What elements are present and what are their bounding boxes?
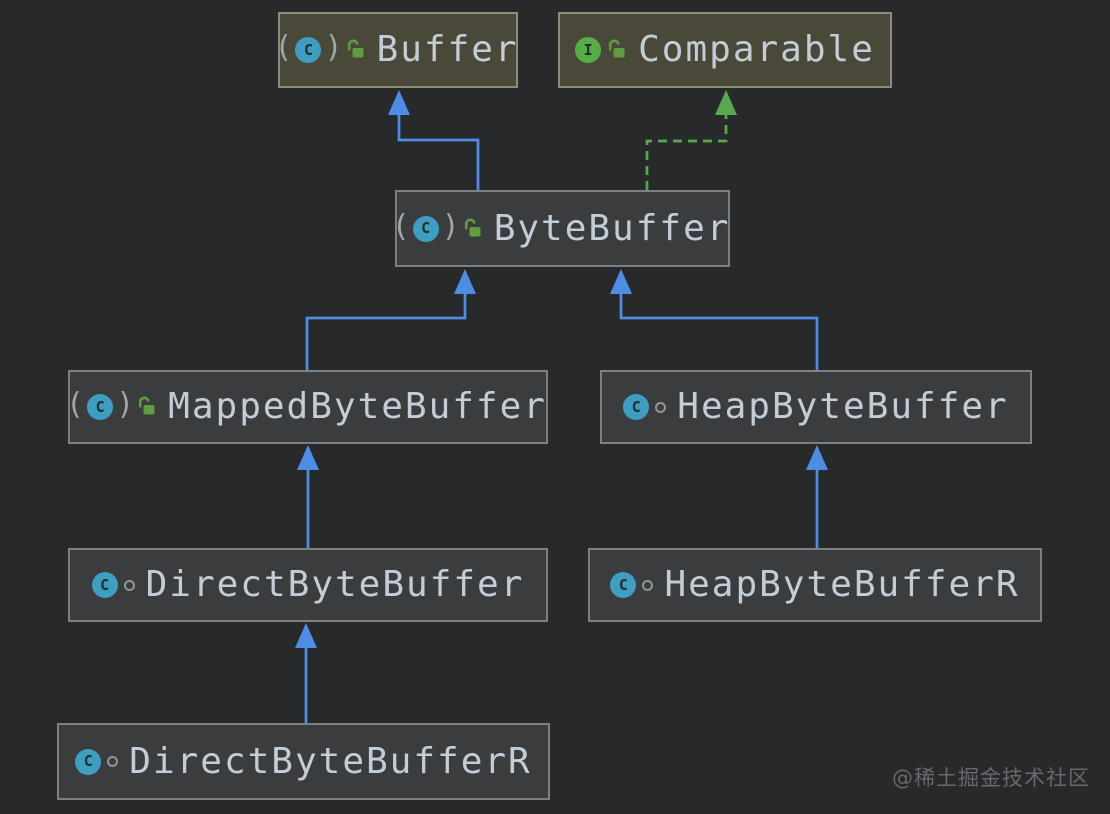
class-node-directbytebufferr[interactable]: C DirectByteBufferR [57,723,550,800]
arrowhead-implements-comparable [715,90,737,115]
package-private-icon [123,579,135,591]
unlocked-icon [464,218,481,236]
arrowhead-direct-extends [297,445,319,470]
interface-node-comparable[interactable]: I Comparable [558,12,892,88]
unlocked-icon [347,39,364,58]
class-icon: C [295,37,322,63]
edge-bytebuffer-implements-comparable [645,113,728,190]
class-icon-cluster: C [623,394,667,420]
arrowhead-directr-extends [295,623,317,648]
package-private-icon [642,579,654,591]
abstract-class-icon: ( C ) [66,387,157,422]
watermark: @稀土掘金技术社区 [892,766,1090,790]
class-icon-cluster: C [75,748,119,775]
class-name-label: DirectByteBuffer [145,564,525,605]
class-icon: C [623,394,650,420]
class-node-heapbytebuffer[interactable]: C HeapByteBuffer [600,370,1032,444]
abstract-paren-left: ( [274,30,293,65]
class-icon-cluster: C [610,572,654,598]
edge-mapped-extends-bytebuffer [305,292,467,370]
class-icon-cluster: C [91,572,135,598]
abstract-paren-right: ) [441,208,460,244]
class-node-mappedbytebuffer[interactable]: ( C ) MappedByteBuffer [66,370,548,444]
edge-bytebuffer-extends-buffer [397,113,480,190]
edge-heap-extends-bytebuffer [619,292,819,370]
arrowhead-mapped-extends [454,269,476,294]
abstract-class-icon: ( C ) [274,30,365,65]
arrowhead-heap-extends [610,269,632,294]
class-name-label: Buffer [376,29,519,70]
arrowhead-heapr-extends [806,445,828,470]
unlocked-icon [139,396,155,415]
class-icon: C [87,394,114,420]
class-node-heapbytebufferr[interactable]: C HeapByteBufferR [588,548,1042,622]
class-icon: C [610,572,637,598]
abstract-paren-left: ( [391,208,410,244]
abstract-paren-right: ) [116,387,135,422]
class-name-label: HeapByteBufferR [664,564,1020,605]
class-name-label: MappedByteBuffer [168,386,547,427]
abstract-class-icon: ( C ) [391,208,483,244]
class-name-label: HeapByteBuffer [677,386,1009,427]
package-private-icon [107,756,119,767]
unlocked-icon [609,39,625,58]
class-node-directbytebuffer[interactable]: C DirectByteBuffer [68,548,548,622]
interface-icon: I [575,37,602,63]
package-private-icon [655,401,667,413]
interface-icon-cluster: I [575,37,627,63]
interface-name-label: Comparable [638,29,875,70]
class-name-label: ByteBuffer [493,207,731,249]
class-icon: C [75,748,102,775]
arrowhead-extends-buffer [388,90,410,115]
class-icon: C [91,572,118,598]
abstract-paren-right: ) [324,30,343,65]
class-icon: C [412,215,439,242]
class-node-buffer[interactable]: ( C ) Buffer [274,12,519,88]
class-node-bytebuffer[interactable]: ( C ) ByteBuffer [391,190,731,267]
abstract-paren-left: ( [66,387,85,422]
class-name-label: DirectByteBufferR [129,740,532,782]
